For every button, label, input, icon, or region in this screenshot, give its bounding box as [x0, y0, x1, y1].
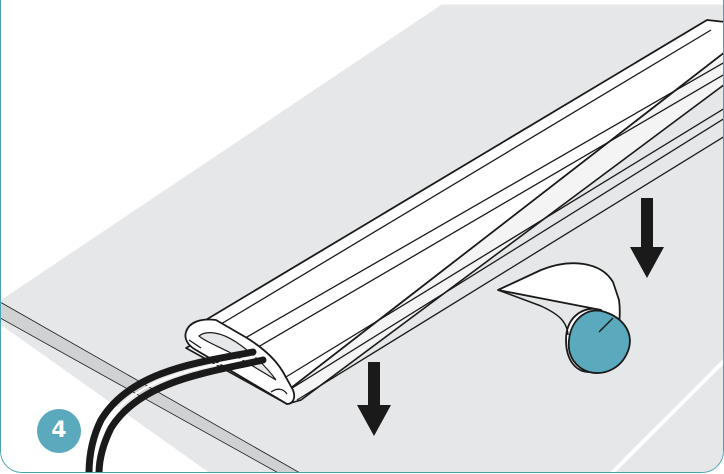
step-number-badge: 4 — [37, 409, 81, 453]
